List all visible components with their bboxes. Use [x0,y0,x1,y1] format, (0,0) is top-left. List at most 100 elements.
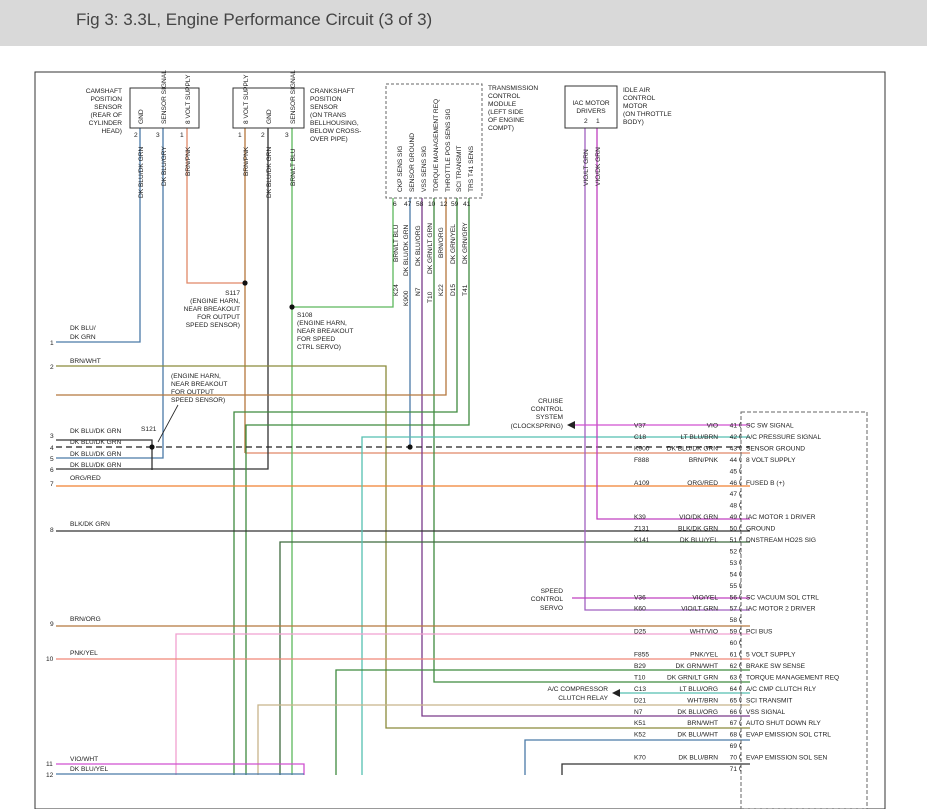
tcm-pin-3: TORQUE MANAGEMENT REQ [433,99,440,192]
wire-layer [56,128,750,775]
pcm-pin-terminal [739,730,742,738]
tcm-label-5: COMPT) [488,125,514,132]
pcm-circuit-id: K60 [634,606,646,613]
ac-relay-label: A/C COMPRESSOR CLUTCH RELAY [548,686,609,702]
pcm-pin-name: GROUND [746,526,776,533]
iac-label: IDLE AIR CONTROL MOTOR (ON THROTTLE BODY… [623,87,672,126]
pcm-pin-number: 62 [730,663,738,670]
s108-line-4: CTRL SERVO) [297,344,341,351]
pcm-pin-terminal [739,696,742,704]
tcm-label: TRANSMISSION CONTROL MODULE (LEFT SIDE O… [488,85,538,132]
pcm-wire-color: DK GRN/LT GRN [667,674,718,681]
pcm-circuit-id: C18 [634,434,646,441]
crankshaft-pin-num-1: 1 [238,132,242,139]
wire-tcm-sci [233,198,458,775]
pcm-pin-name: EVAP EMISSION SOL SEN [746,755,827,762]
left-label-6: DK BLU/DK GRN [70,462,122,469]
pcm-pin-name: A/C PRESSURE SIGNAL [746,434,821,441]
camshaft-label: CAMSHAFT POSITION SENSOR (REAR OF CYLIND… [86,88,123,135]
camshaft-label-3: (REAR OF [90,112,122,119]
splice-s108 [289,304,295,310]
tcm-circuit-6: T41 [462,284,469,296]
title-bar: Fig 3: 3.3L, Engine Performance Circuit … [0,0,927,46]
wire-k141 [279,541,750,775]
crankshaft-label-4: BELLHOUSING, [310,120,359,127]
pcm-pin-number: 70 [730,755,738,762]
pcm-wire-color: WHT/BRN [687,697,718,704]
tcm-label-4: OF ENGINE [488,117,525,124]
left-label-11: VIO/WHT [70,756,98,763]
left-num-3: 3 [50,433,54,440]
left-num-9: 9 [50,621,54,628]
pcm-pin-number: 69 [730,743,738,750]
pcm-wire-color: VIO/DK GRN [679,514,718,521]
left-num-10: 10 [46,656,54,663]
pcm-circuit-id: F888 [634,457,649,464]
pcm-pin-number: 42 [730,434,738,441]
pcm-pin-terminal [739,753,742,761]
tcm-pin-num-0: 6 [393,201,397,208]
figure-title: Fig 3: 3.3L, Engine Performance Circuit … [76,10,433,29]
s121-line-0: (ENGINE HARN, [171,373,221,380]
wire-tcm-torque [433,198,750,683]
crankshaft-wire-0: BRN/PNK [243,146,250,176]
pcm-circuit-id: T10 [634,674,646,681]
pcm-circuit-id: D25 [634,629,646,636]
pcm-pin-number: 49 [730,514,738,521]
splice-s121 [149,444,155,450]
s108-label: S108 (ENGINE HARN, NEAR BREAKOUT FOR SPE… [297,312,353,351]
pcm-pin-number: 53 [730,560,738,567]
wire-cam-gnd [56,128,141,343]
camshaft-label-0: CAMSHAFT [86,88,122,95]
pcm-pin-number: 47 [730,491,738,498]
s117-label: S117 (ENGINE HARN, NEAR BREAKOUT FOR OUT… [184,290,241,329]
pcm-pin-number: 60 [730,640,738,647]
crankshaft-sensor-box [232,87,305,129]
wire-pci [175,633,750,775]
pcm-pin-number: 45 [730,468,738,475]
crankshaft-label-3: (ON TRANS [310,112,347,119]
pcm-wire-color: WHT/VIO [690,629,718,636]
cruise-line-3: (CLOCKSPRING) [511,423,563,430]
pcm-pin-number: 67 [730,720,738,727]
pcm-wire-color: DK GRN/WHT [676,663,719,670]
pcm-circuit-id: C13 [634,686,646,693]
pcm-circuit-id: K141 [634,537,650,544]
crankshaft-label-5: BELOW CROSS- [310,128,361,135]
crankshaft-pin-num-2: 2 [261,132,265,139]
splice-dots [149,280,413,450]
pcm-pin-name: BRAKE SW SENSE [746,663,806,670]
crankshaft-wire-1: DK BLU/DK GRN [266,146,273,198]
tcm-pin-num-3: 10 [428,201,436,208]
camshaft-label-4: CYLINDER [89,120,123,127]
camshaft-label-1: POSITION [90,96,122,103]
tcm-label-0: TRANSMISSION [488,85,538,92]
iac-label-1: CONTROL [623,95,656,102]
pcm-circuit-id: D21 [634,697,646,704]
iac-box [564,85,618,129]
crankshaft-label-0: CRANKSHAFT [310,88,355,95]
tcm-wire-1: DK BLU/DK GRN [403,224,410,276]
pcm-pin-number: 51 [730,537,738,544]
wire-d21 [257,704,750,775]
tcm-label-3: (LEFT SIDE [488,109,524,116]
wire-11 [56,763,305,775]
left-num-1: 1 [50,340,54,347]
pcm-pin-terminal [739,547,742,555]
tcm-pin-2: VSS SENS SIG [421,146,428,192]
wire-tcm-throttle [56,198,447,396]
pcm-pin-name: PCI BUS [746,629,773,636]
pcm-pin-number: 44 [730,457,738,464]
s121-label: (ENGINE HARN, NEAR BREAKOUT FOR OUTPUT S… [141,373,227,443]
left-num-5: 5 [50,456,54,463]
camshaft-pin-gnd: GND [138,109,145,124]
tcm-circuit-2: N7 [415,287,422,296]
pcm-pin-terminal [739,559,742,566]
pcm-wire-color: LT BLU/ORG [679,686,718,693]
pcm-wire-color: VIO/LT GRN [681,606,718,613]
left-num-7: 7 [50,481,54,488]
left-label-10: PNK/YEL [70,650,98,657]
left-label-5: DK BLU/DK GRN [70,451,122,458]
pcm-pin-number: 66 [730,709,738,716]
left-num-4: 4 [50,445,54,452]
